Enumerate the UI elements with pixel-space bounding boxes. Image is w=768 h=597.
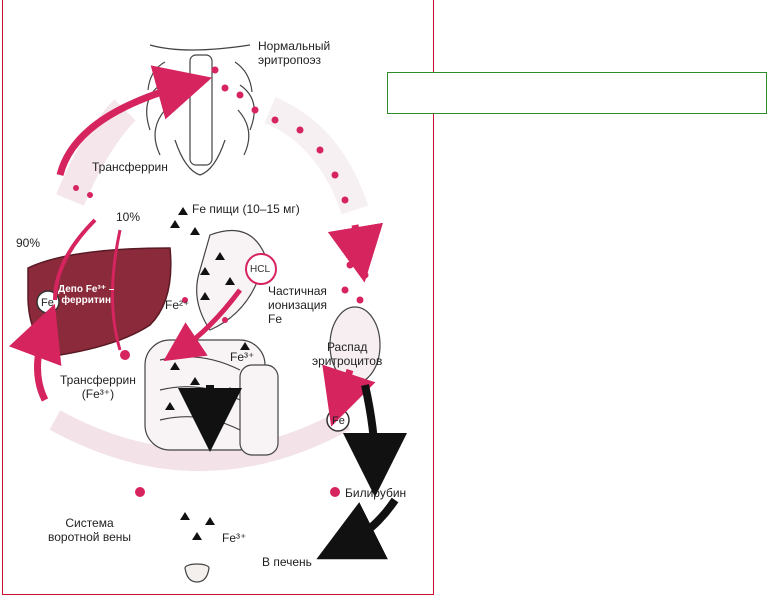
label-partial-ionization: Частичная ионизация Fe — [268, 284, 327, 326]
empty-green-box — [387, 72, 767, 114]
label-bilirubin: Билирубин — [345, 486, 407, 500]
label-erythropoiesis: Нормальный эритропоэз — [258, 39, 330, 67]
erythrocyte-dots — [73, 66, 369, 497]
label-hcl: HCL — [250, 264, 271, 275]
figure-frame — [2, 0, 434, 595]
label-transferrin-bottom: Трансферрин (Fe³⁺) — [60, 373, 136, 401]
label-fe-left: Fe — [41, 297, 54, 309]
label-fe3-bottom: Fe³⁺ — [222, 531, 247, 545]
label-rbc-breakdown: Распад эритроцитов — [312, 340, 383, 368]
hcl-circle — [245, 253, 277, 285]
label-fe-right: Fe — [332, 415, 345, 427]
label-percent-90: 90% — [16, 236, 41, 250]
black-flow-arrows — [178, 384, 407, 560]
label-transferrin-top: Трансферрин — [92, 160, 168, 174]
iron-particles — [165, 207, 250, 540]
label-percent-10: 10% — [116, 210, 141, 224]
label-fe2: Fe²⁺ — [165, 298, 190, 312]
label-fe3-mid: Fe³⁺ — [230, 350, 255, 364]
label-to-liver: В печень — [262, 555, 312, 569]
label-food-fe: Fe пищи (10–15 мг) — [192, 202, 300, 216]
label-portal-system: Система воротной вены — [48, 516, 131, 544]
iron-flow-arrows — [8, 65, 384, 427]
cup-icon — [184, 563, 210, 583]
rib-cage — [146, 44, 255, 176]
label-erythropoiesis-text: Нормальный эритропоэз — [258, 39, 331, 67]
label-depot: Депо Fe³⁺ – ферритин — [58, 284, 115, 306]
